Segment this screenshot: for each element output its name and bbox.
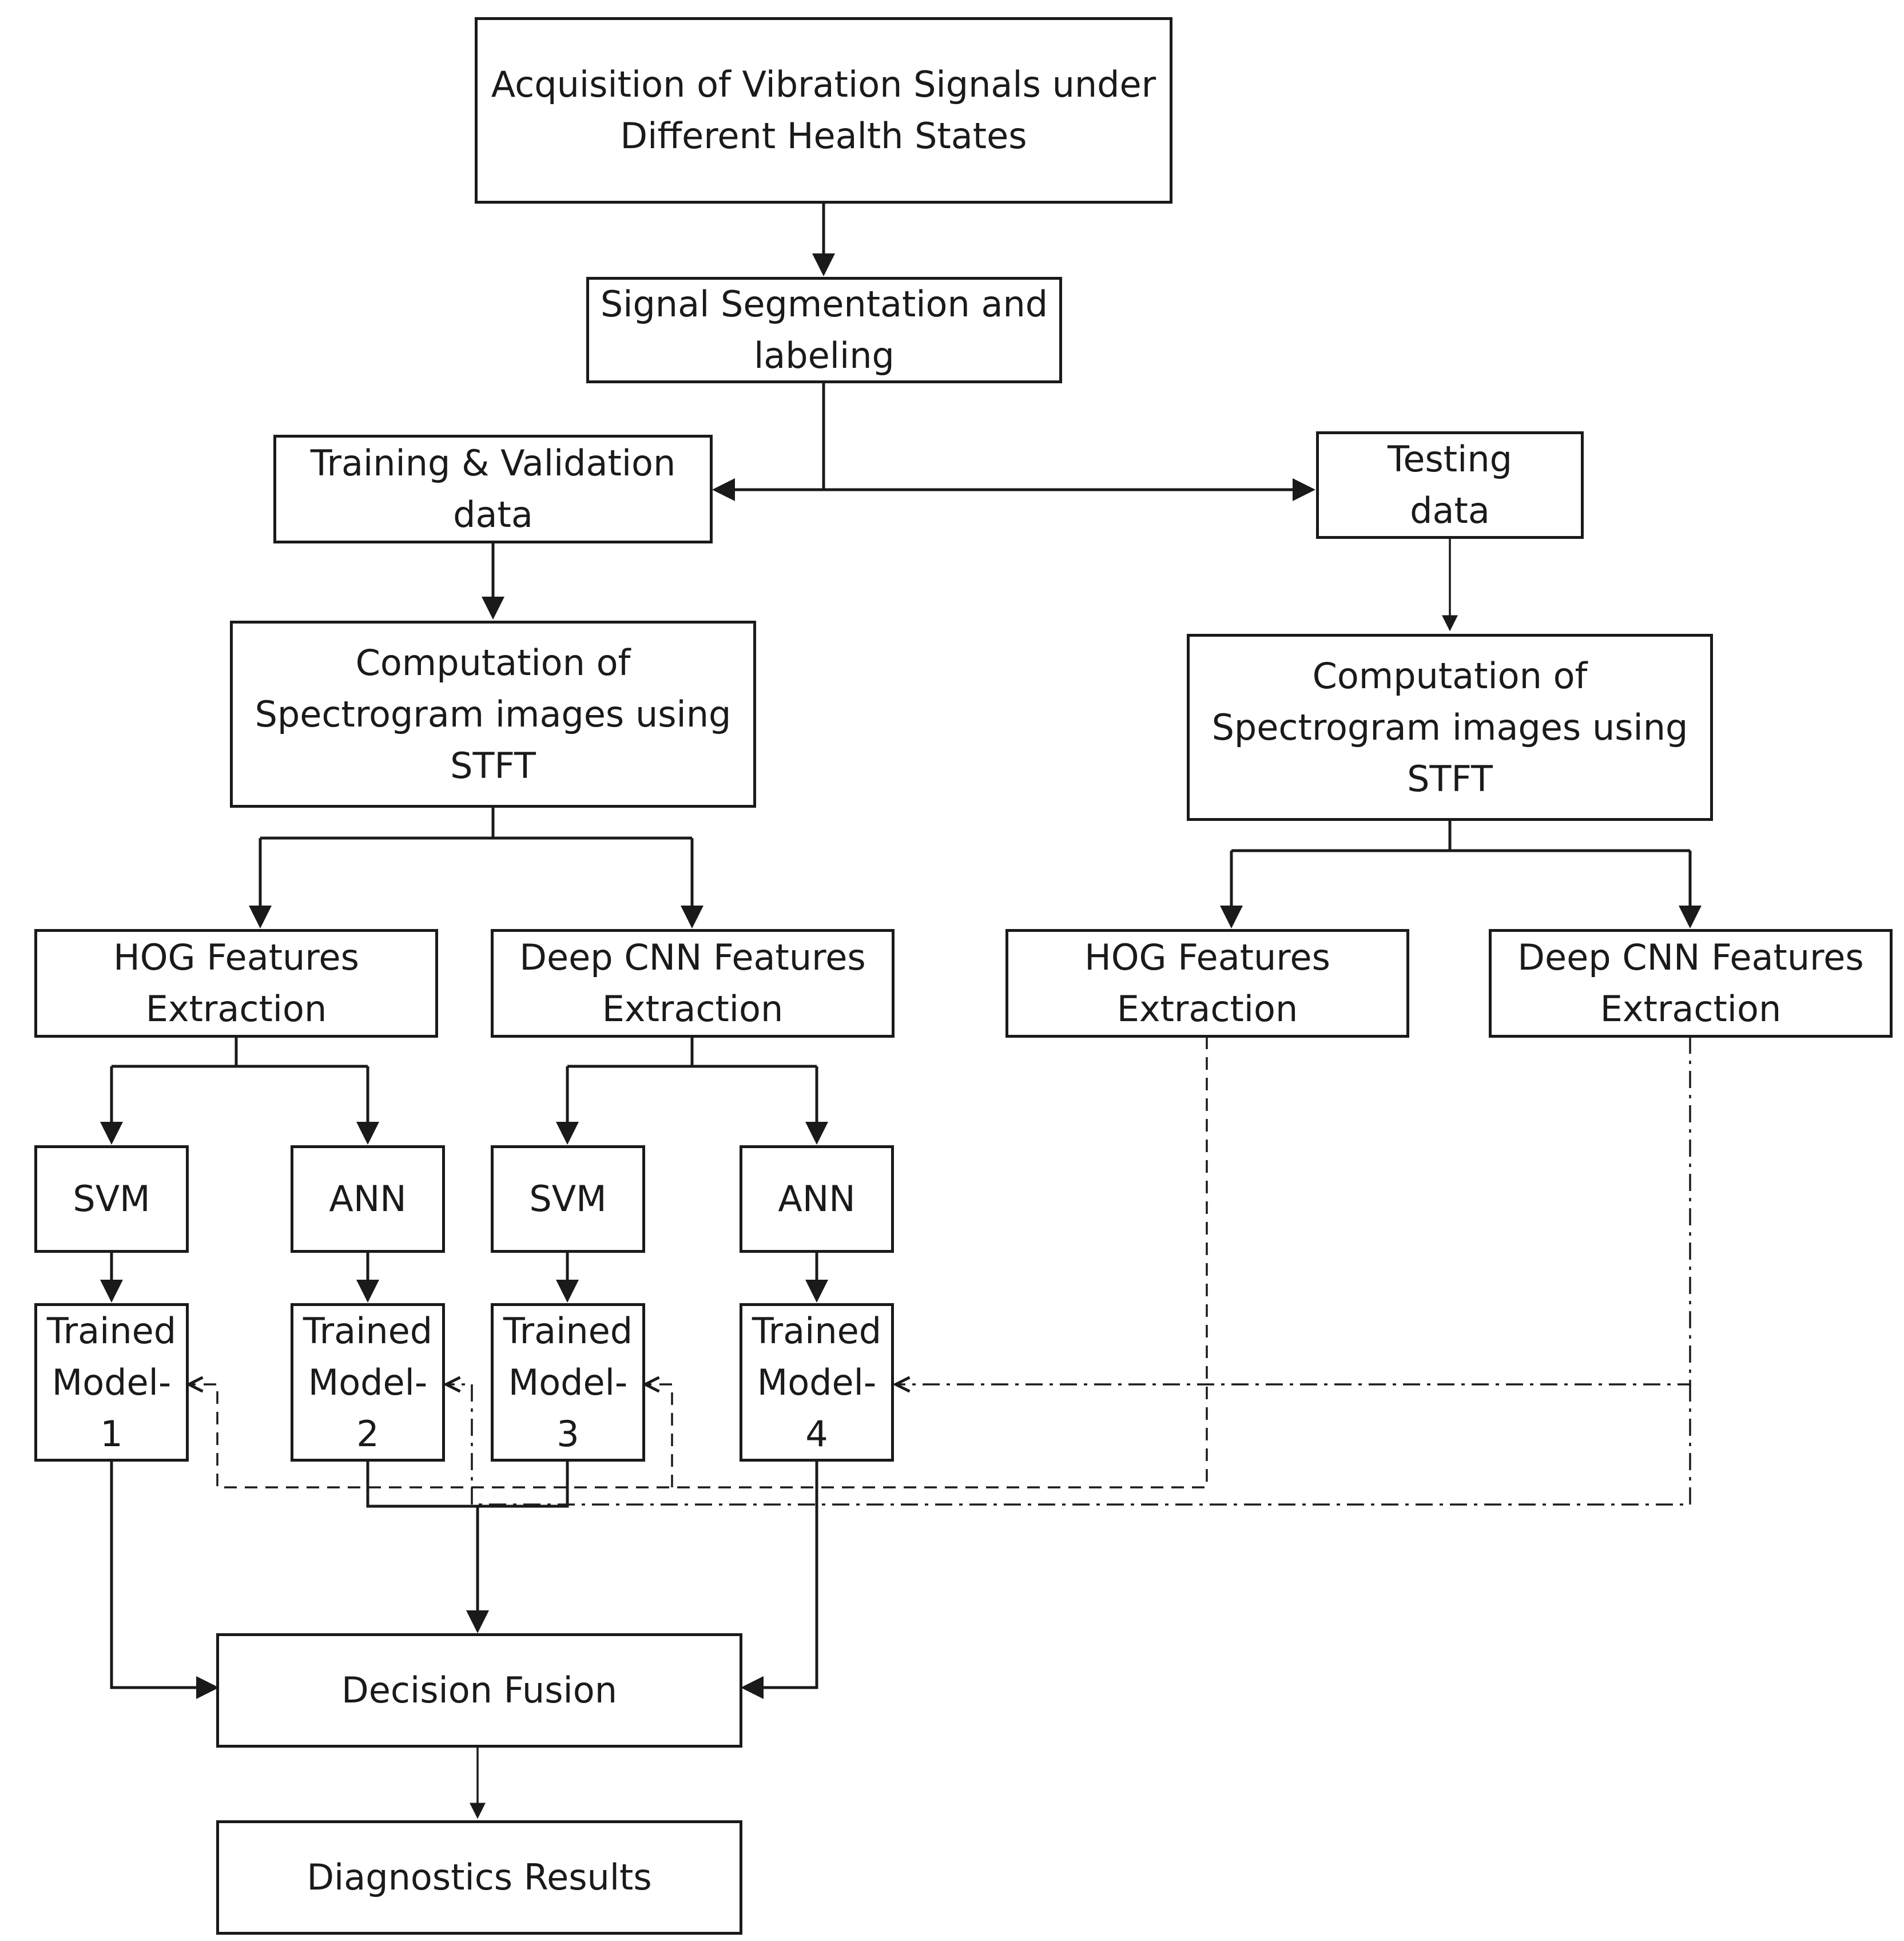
acquisition-box: Acquisition of Vibration Signals under D… (475, 17, 1172, 204)
segmentation-box: Signal Segmentation and labeling (586, 277, 1062, 383)
edge-hog-test-dashed (189, 1037, 1208, 1489)
edge-spectrogram-train-split (260, 808, 692, 840)
edge-hog-test-dashed-model3 (645, 1384, 673, 1487)
edge-model4-to-fusion (741, 1460, 818, 1699)
trained-model-3-box: Trained Model- 3 (491, 1303, 645, 1462)
train-val-label: Training & Validation data (310, 442, 676, 535)
hog-train-label: HOG Features Extraction (113, 936, 359, 1030)
hog-test-box: HOG Features Extraction (1005, 929, 1409, 1038)
cnn-test-label: Deep CNN Features Extraction (1517, 936, 1864, 1030)
trained-model-3-label: Trained Model- 3 (503, 1309, 633, 1455)
spectrogram-train-box: Computation of Spectrogram images using … (230, 621, 756, 808)
spectrogram-test-box: Computation of Spectrogram images using … (1187, 634, 1713, 821)
trained-model-1-box: Trained Model- 1 (34, 1303, 189, 1462)
ann-2-label: ANN (778, 1178, 856, 1220)
svm-1-box: SVM (34, 1145, 189, 1253)
svm-1-label: SVM (73, 1178, 150, 1220)
edge-cnn-test-dashdot (896, 1037, 1691, 1384)
ann-1-label: ANN (329, 1178, 407, 1220)
trained-model-2-label: Trained Model- 2 (303, 1309, 433, 1455)
cnn-test-box: Deep CNN Features Extraction (1489, 929, 1893, 1038)
cnn-train-box: Deep CNN Features Extraction (491, 929, 895, 1038)
spectrogram-train-label: Computation of Spectrogram images using … (255, 641, 732, 787)
ann-1-box: ANN (291, 1145, 445, 1253)
acquisition-label: Acquisition of Vibration Signals under D… (491, 63, 1156, 157)
edge-cnn-train-split (567, 1037, 817, 1068)
edge-hog-train-split (112, 1037, 368, 1068)
spectrogram-test-label: Computation of Spectrogram images using … (1211, 654, 1688, 800)
train-val-box: Training & Validation data (273, 435, 713, 543)
ann-2-box: ANN (740, 1145, 894, 1253)
trained-model-2-box: Trained Model- 2 (291, 1303, 445, 1462)
svm-2-box: SVM (491, 1145, 645, 1253)
trained-model-1-label: Trained Model- 1 (46, 1309, 177, 1455)
edge-cnn-test-dashdot-model2 (446, 1384, 1691, 1506)
diagnostics-results-label: Diagnostics Results (307, 1856, 652, 1898)
trained-model-4-label: Trained Model- 4 (752, 1309, 882, 1455)
hog-test-label: HOG Features Extraction (1084, 936, 1330, 1030)
cnn-train-label: Deep CNN Features Extraction (519, 936, 866, 1030)
svm-2-label: SVM (529, 1178, 607, 1220)
diagnostics-results-box: Diagnostics Results (216, 1820, 742, 1935)
edge-spectrogram-test-split (1231, 820, 1690, 852)
testing-box: Testing data (1316, 431, 1584, 539)
decision-fusion-label: Decision Fusion (341, 1669, 617, 1711)
edge-model2-model3-join (366, 1460, 569, 1508)
edge-model1-to-fusion (110, 1460, 219, 1699)
hog-train-box: HOG Features Extraction (34, 929, 438, 1038)
decision-fusion-box: Decision Fusion (216, 1633, 742, 1748)
trained-model-4-box: Trained Model- 4 (740, 1303, 894, 1462)
testing-label: Testing data (1388, 438, 1512, 531)
segmentation-label: Signal Segmentation and labeling (600, 283, 1048, 376)
